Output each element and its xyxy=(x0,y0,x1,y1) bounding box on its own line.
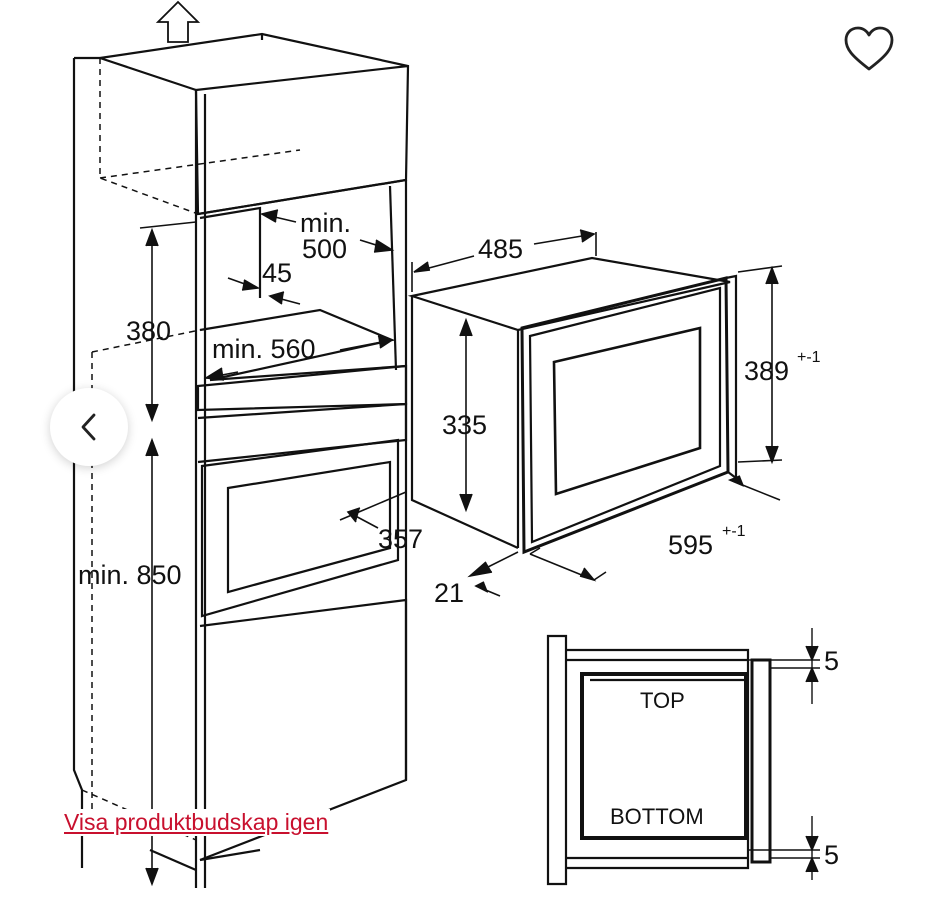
dim-21: 21 xyxy=(434,578,464,608)
microwave-unit xyxy=(407,256,738,555)
dim-5-top: 5 xyxy=(824,646,839,676)
previous-image-button[interactable] xyxy=(50,388,128,466)
label-bottom: BOTTOM xyxy=(610,804,704,829)
label-top: TOP xyxy=(640,688,685,713)
dim-45: 45 xyxy=(262,258,292,288)
dim-335: 335 xyxy=(442,410,487,440)
show-product-message-link[interactable]: Visa produktbudskap igen xyxy=(62,809,331,836)
dim-min500-line1: min. xyxy=(300,208,351,238)
dim-389-tolerance: +-1 xyxy=(797,349,821,366)
chevron-left-icon xyxy=(81,413,96,441)
dim-min560: min. 560 xyxy=(212,334,316,364)
tall-cabinet xyxy=(72,32,410,888)
dim-595-tolerance: +-1 xyxy=(722,523,746,540)
dim-5-bottom: 5 xyxy=(824,840,839,870)
airflow-arrow-icon xyxy=(155,0,201,43)
section-drawing xyxy=(546,628,820,886)
microwave-dimension-lines xyxy=(411,229,783,597)
dim-min500-line2: 500 xyxy=(302,234,347,264)
dim-485: 485 xyxy=(478,234,523,264)
dim-357: 357 xyxy=(378,524,423,554)
cabinet-dimension-lines xyxy=(139,209,407,887)
dim-380: 380 xyxy=(126,316,171,346)
dim-min850: min. 850 xyxy=(78,560,182,590)
heart-outline-icon xyxy=(844,26,894,71)
favorite-button[interactable] xyxy=(842,25,896,75)
dim-595: 595 xyxy=(668,530,713,560)
dim-389: 389 xyxy=(744,356,789,386)
